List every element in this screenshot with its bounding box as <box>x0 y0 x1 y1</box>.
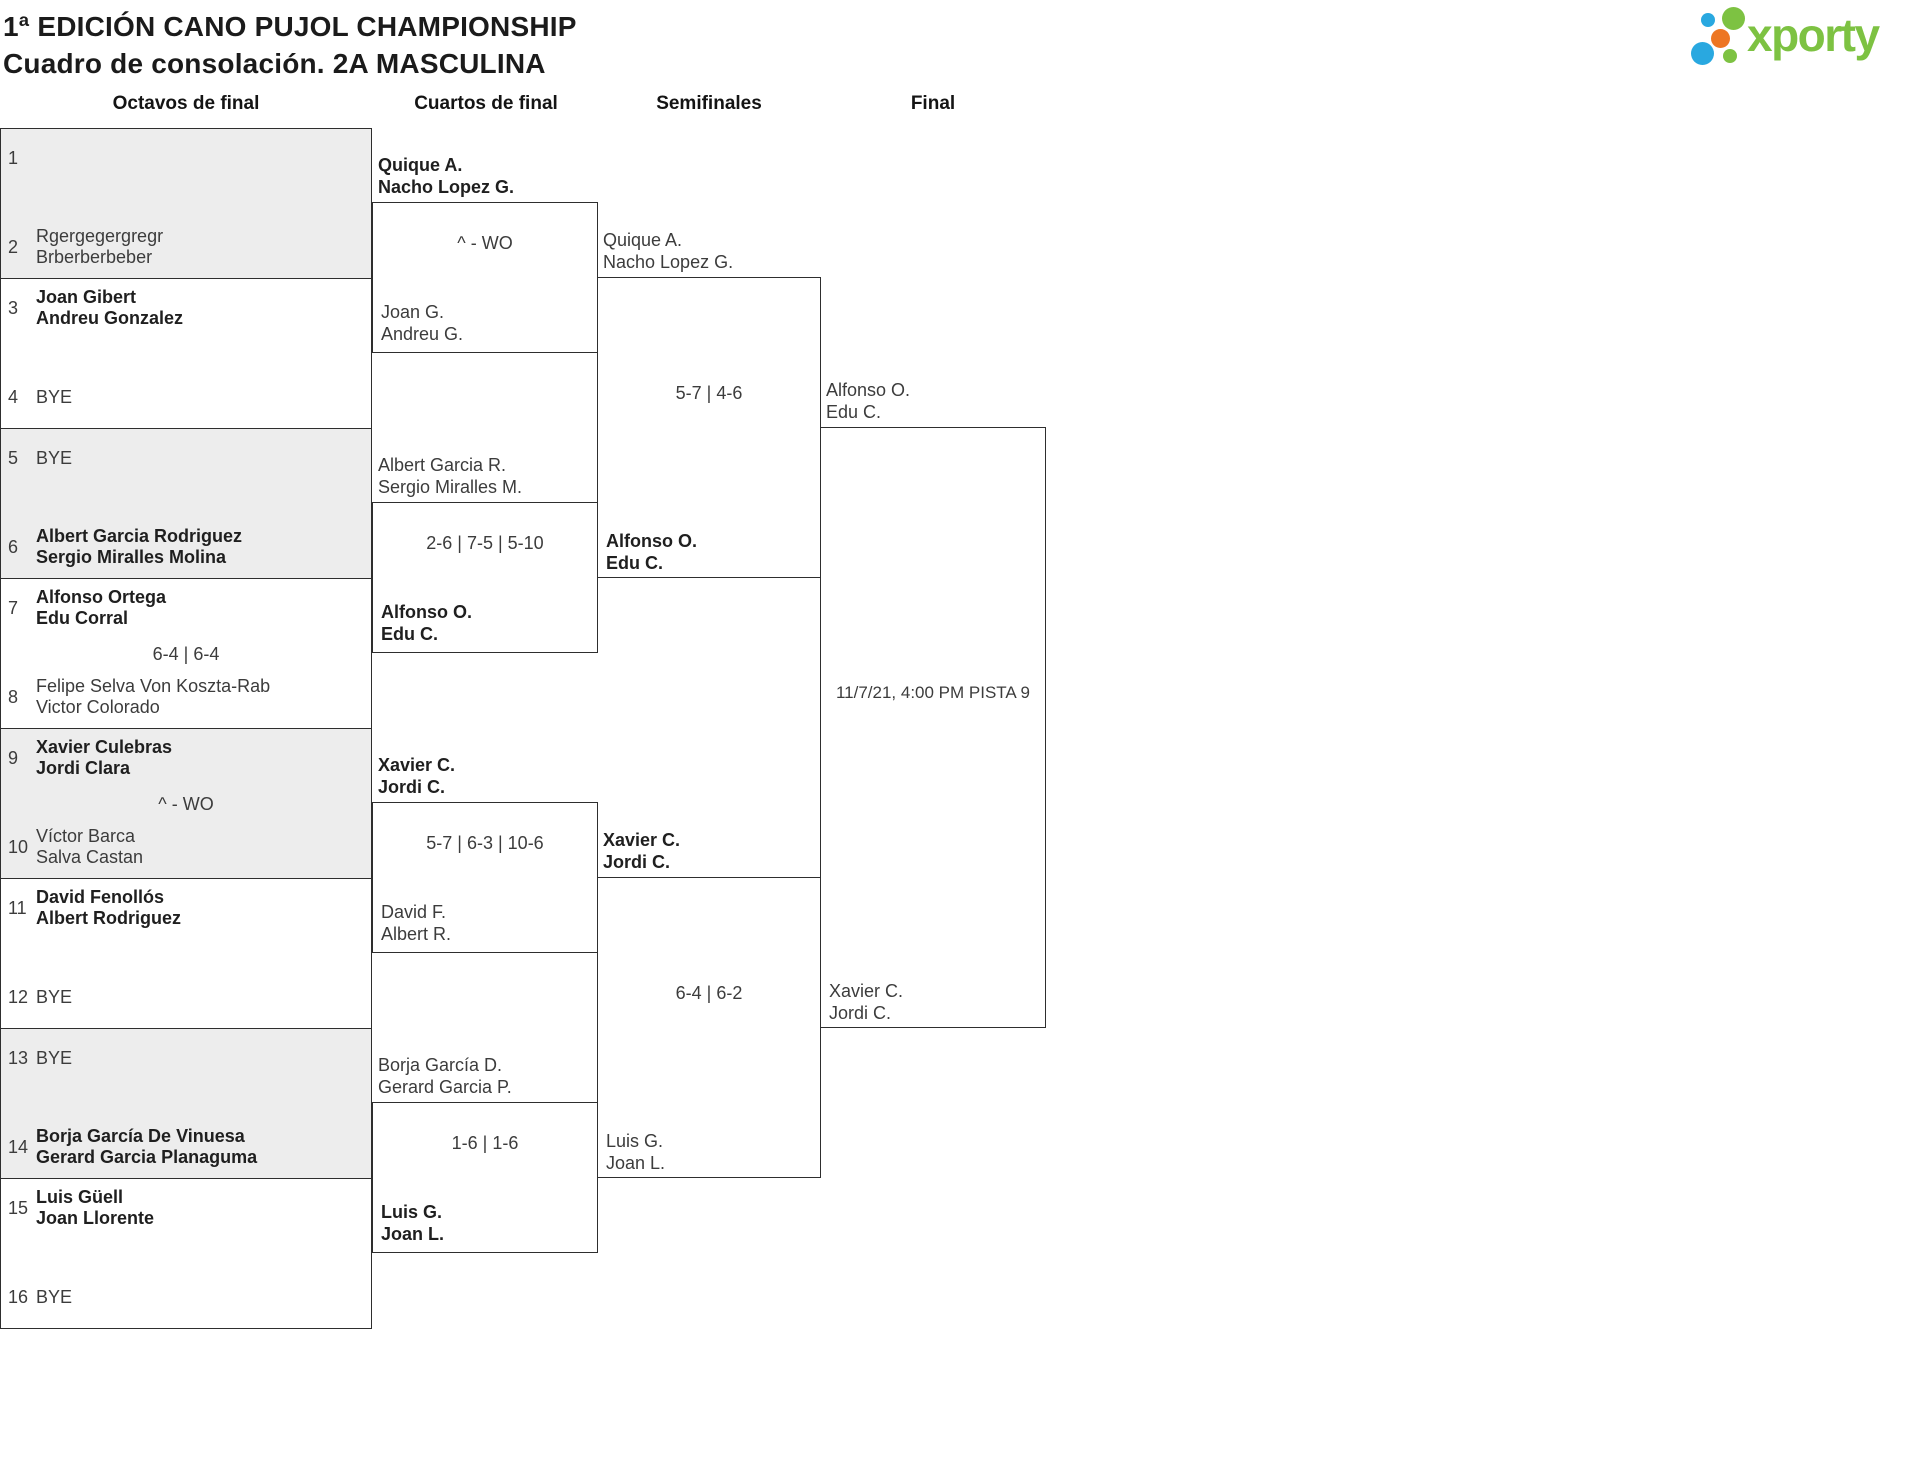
bracket-slot: 4 BYE <box>8 373 365 421</box>
slot-number: 3 <box>8 297 19 318</box>
slot-number: 14 <box>8 1136 29 1157</box>
semifinal-match-1-box: 5-7 | 4-6 Alfonso O. Edu C. <box>597 277 821 578</box>
team-name: Borja García De Vinuesa Gerard Garcia Pl… <box>36 1126 258 1167</box>
match-score: 5-7 | 6-3 | 10-6 <box>426 833 544 853</box>
bracket-slot: 14 Borja García De Vinuesa Gerard Garcia… <box>8 1123 365 1171</box>
logo-dot-icon <box>1711 29 1730 48</box>
xporty-logo[interactable]: xporty <box>1685 0 1920 72</box>
bracket-slot: 12 BYE <box>8 973 365 1021</box>
page-subtitle: Cuadro de consolación. 2A MASCULINA <box>3 48 546 79</box>
round-header-semifinales: Semifinales <box>656 93 762 114</box>
match-score: 2-6 | 7-5 | 5-10 <box>426 533 544 553</box>
team-name: David Fenollós Albert Rodriguez <box>36 887 182 928</box>
page-header: 1ª EDICIÓN CANO PUJOL CHAMPIONSHIP Cuadr… <box>3 8 577 82</box>
team-name: Albert Garcia Rodriguez Sergio Miralles … <box>36 526 243 567</box>
slot-number: 16 <box>8 1286 29 1307</box>
team-name: David F. Albert R. <box>381 902 452 944</box>
bracket-slot: 10 Víctor Barca Salva Castan <box>8 823 365 871</box>
cuartos-match-1-box: ^ - WO Joan G. Andreu G. <box>372 202 598 353</box>
match-score: 6-4 | 6-2 <box>675 983 743 1003</box>
match-score: 5-7 | 4-6 <box>675 383 743 403</box>
bracket-slot: 5 BYE <box>8 434 365 482</box>
slot-number: 5 <box>8 447 19 468</box>
octavos-pair-7: 13 BYE 14 Borja García De Vinuesa Gerard… <box>0 1028 372 1179</box>
team-name: BYE <box>36 986 73 1007</box>
team-name: Xavier C. Jordi C. <box>829 981 904 1023</box>
slot-number: 12 <box>8 986 29 1007</box>
match-score: ^ - WO <box>457 233 513 253</box>
slot-number: 2 <box>8 236 19 257</box>
match-score: ^ - WO <box>158 794 214 814</box>
bracket-slot: 1 <box>8 134 365 182</box>
team-name: BYE <box>36 1047 73 1068</box>
bracket-slot: 11 David Fenollós Albert Rodriguez <box>8 884 365 932</box>
bracket-slot: 13 BYE <box>8 1034 365 1082</box>
slot-number: 1 <box>8 147 19 168</box>
logo-dot-icon <box>1723 49 1737 63</box>
team-name: Alfonso O. Edu C. <box>826 380 911 422</box>
slot-number: 4 <box>8 386 19 407</box>
octavos-pair-8: 15 Luis Güell Joan Llorente 16 BYE <box>0 1178 372 1329</box>
octavos-pair-1: 1 2 Rgergegergregr Brberberbeber <box>0 128 372 279</box>
team-name: Quique A. Nacho Lopez G. <box>603 230 734 272</box>
bracket-slot: 15 Luis Güell Joan Llorente <box>8 1184 365 1232</box>
final-schedule: 11/7/21, 4:00 PM PISTA 9 <box>835 683 1031 702</box>
team-name: Joan G. Andreu G. <box>381 302 464 344</box>
team-name: Alfonso O. Edu C. <box>381 602 472 644</box>
team-name: BYE <box>36 386 73 407</box>
bracket-slot: 8 Felipe Selva Von Koszta-Rab Victor Col… <box>8 673 365 721</box>
round-header-octavos: Octavos de final <box>112 93 260 114</box>
team-name: BYE <box>36 447 73 468</box>
final-match-box: 11/7/21, 4:00 PM PISTA 9 Xavier C. Jordi… <box>820 427 1046 1028</box>
octavos-pair-3: 5 BYE 6 Albert Garcia Rodriguez Sergio M… <box>0 428 372 579</box>
bracket-slot: 7 Alfonso Ortega Edu Corral <box>8 584 365 632</box>
logo-wordmark: xporty <box>1747 9 1880 61</box>
team-name: Luis G. Joan L. <box>606 1131 666 1173</box>
team-name: Borja García D. Gerard Garcia P. <box>378 1055 512 1097</box>
team-name: Xavier C. Jordi C. <box>378 755 456 797</box>
team-name: Joan Gibert Andreu Gonzalez <box>36 287 184 328</box>
team-name: Quique A. Nacho Lopez G. <box>378 155 515 197</box>
semifinal-match-2-box: 6-4 | 6-2 Luis G. Joan L. <box>597 877 821 1178</box>
octavos-pair-5: 9 Xavier Culebras Jordi Clara ^ - WO 10 … <box>0 728 372 879</box>
cuartos-match-4-box: 1-6 | 1-6 Luis G. Joan L. <box>372 1102 598 1253</box>
logo-dot-icon <box>1691 42 1714 65</box>
team-name: Luis Güell Joan Llorente <box>36 1187 155 1228</box>
team-name: Luis G. Joan L. <box>381 1202 445 1244</box>
slot-number: 7 <box>8 597 19 618</box>
match-score: 6-4 | 6-4 <box>152 644 220 664</box>
match-score: 1-6 | 1-6 <box>451 1133 519 1153</box>
bracket-slot: 9 Xavier Culebras Jordi Clara <box>8 734 365 782</box>
cuartos-match-3-box: 5-7 | 6-3 | 10-6 David F. Albert R. <box>372 802 598 953</box>
bracket-slot: 3 Joan Gibert Andreu Gonzalez <box>8 284 365 332</box>
bracket-slot: 2 Rgergegergregr Brberberbeber <box>8 223 365 271</box>
octavos-pair-2: 3 Joan Gibert Andreu Gonzalez 4 BYE <box>0 278 372 429</box>
slot-number: 9 <box>8 747 19 768</box>
octavos-pair-4: 7 Alfonso Ortega Edu Corral 6-4 | 6-4 8 … <box>0 578 372 729</box>
team-name: Felipe Selva Von Koszta-Rab Victor Color… <box>36 676 271 717</box>
slot-number: 15 <box>8 1197 29 1218</box>
slot-number: 11 <box>8 897 27 918</box>
team-name: Rgergegergregr Brberberbeber <box>36 226 164 267</box>
slot-number: 8 <box>8 686 19 707</box>
team-name: Albert Garcia R. Sergio Miralles M. <box>378 455 523 497</box>
page-title: 1ª EDICIÓN CANO PUJOL CHAMPIONSHIP <box>3 11 577 42</box>
round-header-cuartos: Cuartos de final <box>414 93 558 114</box>
logo-dot-icon <box>1701 13 1715 27</box>
team-name: BYE <box>36 1286 73 1307</box>
logo-dot-icon <box>1722 7 1745 30</box>
slot-number: 6 <box>8 536 19 557</box>
octavos-pair-6: 11 David Fenollós Albert Rodriguez 12 BY… <box>0 878 372 1029</box>
round-header-final: Final <box>910 93 956 114</box>
team-name: Alfonso Ortega Edu Corral <box>36 587 167 628</box>
bracket-slot: 16 BYE <box>8 1273 365 1321</box>
team-name: Víctor Barca Salva Castan <box>36 826 144 867</box>
team-name: Alfonso O. Edu C. <box>606 531 697 573</box>
slot-number: 13 <box>8 1047 29 1068</box>
bracket-slot: 6 Albert Garcia Rodriguez Sergio Miralle… <box>8 523 365 571</box>
team-name: Xavier C. Jordi C. <box>603 830 681 872</box>
cuartos-match-2-box: 2-6 | 7-5 | 5-10 Alfonso O. Edu C. <box>372 502 598 653</box>
team-name: Xavier Culebras Jordi Clara <box>36 737 173 778</box>
slot-number: 10 <box>8 836 29 857</box>
